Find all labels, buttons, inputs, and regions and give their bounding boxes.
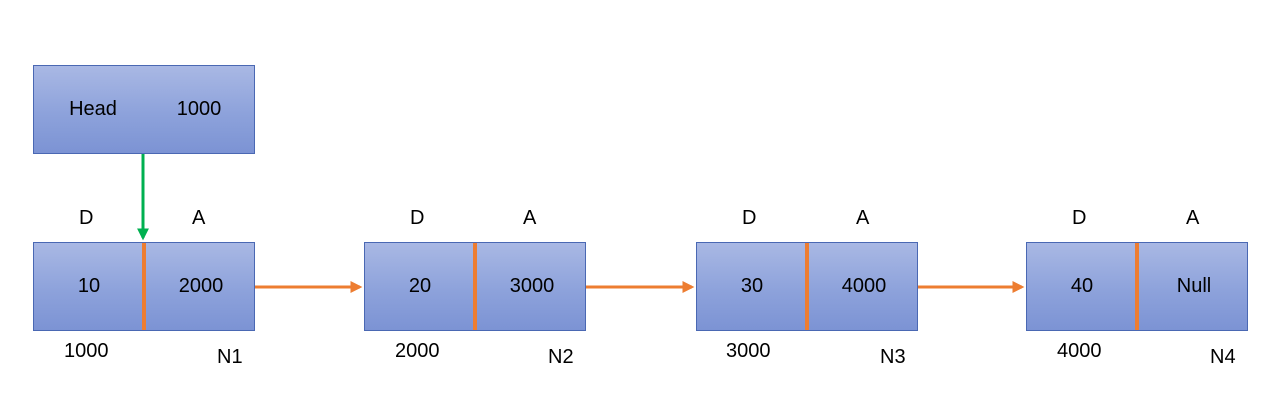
node-3-data: 30 bbox=[740, 275, 764, 297]
node-3: 30 4000 bbox=[696, 242, 918, 331]
node-4-data: 40 bbox=[1070, 275, 1094, 297]
node-3-divider bbox=[805, 243, 809, 330]
node-2: 20 3000 bbox=[364, 242, 586, 331]
node-1: 10 2000 bbox=[33, 242, 255, 331]
node-4-name: N4 bbox=[1210, 346, 1236, 368]
node-2-address-label: A bbox=[523, 207, 537, 229]
node-3-address-label: A bbox=[856, 207, 870, 229]
node-2-address: 2000 bbox=[395, 340, 440, 362]
node-2-data: 20 bbox=[408, 275, 432, 297]
node-3-data-label: D bbox=[742, 207, 757, 229]
node-1-divider bbox=[142, 243, 146, 330]
node-2-name: N2 bbox=[548, 346, 574, 368]
node-2-data-label: D bbox=[410, 207, 425, 229]
node-4-data-label: D bbox=[1072, 207, 1087, 229]
node-3-next: 4000 bbox=[841, 275, 887, 297]
node-4-divider bbox=[1135, 243, 1139, 330]
node-2-next: 3000 bbox=[509, 275, 555, 297]
node-1-data-label: D bbox=[79, 207, 94, 229]
node-1-address: 1000 bbox=[64, 340, 109, 362]
node-1-next: 2000 bbox=[178, 275, 224, 297]
node-4: 40 Null bbox=[1026, 242, 1248, 331]
node-2-divider bbox=[473, 243, 477, 330]
head-value: 1000 bbox=[176, 98, 222, 120]
head-label: Head bbox=[69, 98, 117, 120]
node-4-address: 4000 bbox=[1057, 340, 1102, 362]
node-3-name: N3 bbox=[880, 346, 906, 368]
node-3-address: 3000 bbox=[726, 340, 771, 362]
node-1-address-label: A bbox=[192, 207, 206, 229]
node-4-next: Null bbox=[1176, 275, 1212, 297]
node-4-address-label: A bbox=[1186, 207, 1200, 229]
node-1-data: 10 bbox=[77, 275, 101, 297]
node-1-name: N1 bbox=[217, 346, 243, 368]
head-box: Head 1000 bbox=[33, 65, 255, 154]
